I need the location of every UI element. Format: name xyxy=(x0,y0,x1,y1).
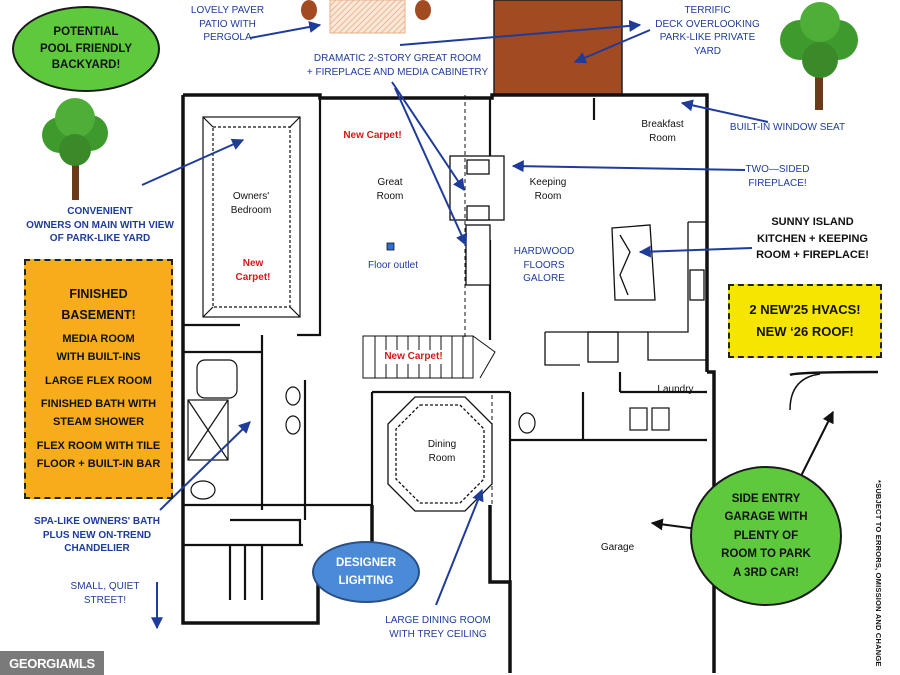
keeping-room-label: Keeping Room xyxy=(529,177,567,202)
pergola-icon xyxy=(301,0,431,34)
fixtures xyxy=(187,359,670,500)
deck-label: TERRIFIC DECK OVERLOOKING PARK-LIKE PRIV… xyxy=(655,5,760,57)
owners-main-label: CONVENIENT OWNERS ON MAIN WITH VIEW OF P… xyxy=(26,206,174,244)
garage-callout: SIDE ENTRY GARAGE WITH PLENTY OF ROOM TO… xyxy=(690,466,842,606)
stairs-carpet-label: New Carpet! xyxy=(376,350,451,364)
pool-callout: POTENTIAL POOL FRIENDLY BACKYARD! xyxy=(12,6,160,92)
floor-outlet-label: Floor outlet xyxy=(367,260,419,271)
tree-icon xyxy=(42,98,108,200)
great-room-label: Great Room xyxy=(376,177,404,202)
trey-ceiling-dining xyxy=(387,396,493,512)
kitchen-callout: SUNNY ISLAND KITCHEN + KEEPING ROOM + FI… xyxy=(756,216,869,261)
georgiamls-watermark: GEORGIAMLS xyxy=(0,651,104,675)
designer-lighting-callout: DESIGNER LIGHTING xyxy=(312,541,420,603)
fireplace xyxy=(449,155,505,286)
floor-outlet-icon xyxy=(386,242,395,251)
basement-callout: FINISHED BASEMENT! MEDIA ROOM WITH BUILT… xyxy=(24,259,173,499)
dining-room-label: Dining Room xyxy=(427,439,457,464)
openings xyxy=(371,95,493,505)
door-swing xyxy=(789,373,821,411)
kitchen xyxy=(544,221,707,366)
dining-callout: LARGE DINING ROOM WITH TREY CEILING xyxy=(385,615,491,640)
patio-label: LOVELY PAVER PATIO WITH PERGOLA xyxy=(190,5,265,43)
spa-bath-label: SPA-LIKE OWNERS' BATH PLUS NEW ON-TREND … xyxy=(34,516,160,554)
breakfast-room-label: Breakfast Room xyxy=(641,119,684,144)
great-room-callout: DRAMATIC 2-STORY GREAT ROOM + FIREPLACE … xyxy=(306,53,489,78)
tree-icon xyxy=(780,2,858,110)
disclaimer-note: *SUBJECT TO ERRORS, OMISSION AND CHANGE xyxy=(874,480,883,667)
bedroom-carpet-label: New Carpet! xyxy=(235,258,271,283)
window-seat-label: BUILT-IN WINDOW SEAT xyxy=(729,122,846,133)
owners-bedroom-label: Owners' Bedroom xyxy=(230,191,272,216)
laundry-label: Laundry xyxy=(657,384,694,395)
deck-icon xyxy=(493,0,623,96)
interior-walls xyxy=(181,95,707,673)
arrow-icon xyxy=(141,19,769,630)
street-label: SMALL, QUIET STREET! xyxy=(70,581,140,606)
great-room-carpet-label: New Carpet! xyxy=(343,130,402,141)
two-sided-fireplace-label: TWO—SIDED FIREPLACE! xyxy=(745,164,810,189)
trey-ceiling-bedroom xyxy=(202,116,301,318)
side-entry-curve xyxy=(789,370,879,377)
hardwood-label: HARDWOOD FLOORS GALORE xyxy=(513,246,575,284)
garage-label: Garage xyxy=(600,542,635,553)
hvac-roof-callout: 2 NEW'25 HVACS! NEW ‘26 ROOF! xyxy=(728,284,882,358)
